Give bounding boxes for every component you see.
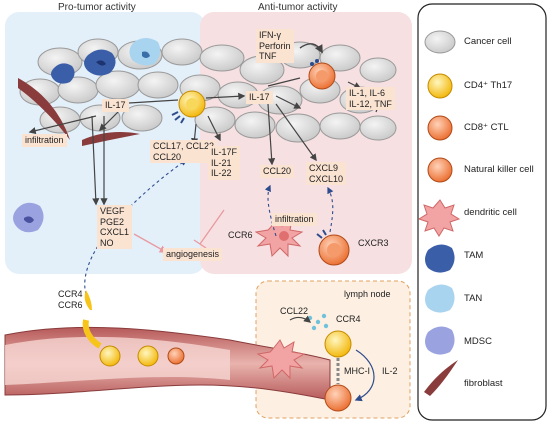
ccr4-ccr6-label: CCR4 CCR6 — [58, 289, 83, 310]
legend-panel — [417, 3, 547, 421]
th17-cell — [171, 90, 206, 124]
fibroblast-icon — [424, 360, 458, 396]
fibroblast-cell — [82, 132, 140, 146]
ccl20-label: CCL20 — [260, 165, 295, 178]
legend-label-fibroblast: fibroblast — [464, 378, 503, 389]
angiogenesis-arrow — [133, 233, 168, 253]
infiltration-left-label: infiltration — [22, 134, 67, 147]
legend-label-nk-cell: Natural killer cell — [464, 164, 534, 175]
pro-tumor-header: Pro-tumor activity — [58, 2, 136, 13]
il2-arrow — [354, 349, 375, 402]
tumor-mass — [19, 38, 397, 143]
nk-cell — [308, 59, 336, 90]
legend-label-ctl-cell: CD8⁺ CTL — [464, 122, 509, 133]
lymph-ctl-cell — [324, 384, 352, 412]
legend-label-tam-cell: TAM — [464, 250, 484, 261]
legend-label-cancer-cell: Cancer cell — [464, 36, 512, 47]
cancer-cell-icon — [424, 30, 456, 54]
mdsc-cell — [13, 202, 44, 233]
ccr6-dc-label: CCR6 — [228, 230, 253, 240]
tam-cell — [51, 63, 75, 84]
mdsc-cell-icon — [425, 326, 455, 355]
ccr4-lymph-label: CCR4 — [336, 314, 361, 324]
infiltration-right-label: infiltration — [272, 213, 317, 226]
lymph-dendritic-cell — [256, 339, 306, 380]
legend-label-mdsc-cell: MDSC — [464, 336, 492, 347]
ccl17-label: CCL17, CCL22 CCL20 — [150, 140, 218, 163]
angiogenesis-label: angiogenesis — [163, 248, 223, 261]
ccl22-label: CCL22 — [280, 306, 309, 316]
il17-center-label: IL-17 — [246, 91, 273, 104]
tam-cell-icon — [425, 244, 455, 273]
lymph-th17-cell — [324, 330, 352, 358]
lymph-node-title: lymph node — [344, 289, 391, 299]
dendritic-cell-icon — [417, 199, 461, 237]
cxcl9-label: CXCL9 CXCL10 — [306, 162, 347, 185]
legend-label-th17-cell: CD4⁺ Th17 — [464, 80, 513, 91]
tan-cell — [129, 38, 161, 66]
vegf-label: VEGF PGE2 CXCL1 NO — [97, 205, 133, 249]
th17-cell-icon — [427, 73, 453, 99]
blood-vessel — [4, 290, 331, 401]
cxcr3-label: CXCR3 — [358, 238, 389, 248]
ctl-cell-icon — [427, 115, 453, 141]
legend-icons — [417, 30, 461, 396]
il1-il6-label: IL-1, IL-6 IL-12, TNF — [346, 87, 395, 110]
ctl-cell — [316, 229, 350, 266]
il17f-label: IL-17F IL-21 IL-22 — [208, 146, 241, 180]
il2-label: IL-2 — [382, 366, 398, 376]
ifn-perforin-tnf-label: IFN-γ Perforin TNF — [256, 29, 294, 63]
tan-cell-icon — [425, 284, 455, 313]
migration-arrows — [84, 159, 334, 301]
legend-label-tan-cell: TAN — [464, 293, 483, 304]
legend-label-dendritic-cell: dendritic cell — [464, 207, 517, 218]
nk-cell-icon — [427, 157, 453, 183]
mhc-label: MHC-I — [344, 366, 370, 376]
fibroblast-cell — [18, 78, 70, 140]
anti-tumor-header: Anti-tumor activity — [258, 2, 338, 13]
inhibition-line — [193, 209, 225, 249]
il17-left-label: IL-17 — [102, 99, 129, 112]
tam-cell — [84, 49, 116, 76]
